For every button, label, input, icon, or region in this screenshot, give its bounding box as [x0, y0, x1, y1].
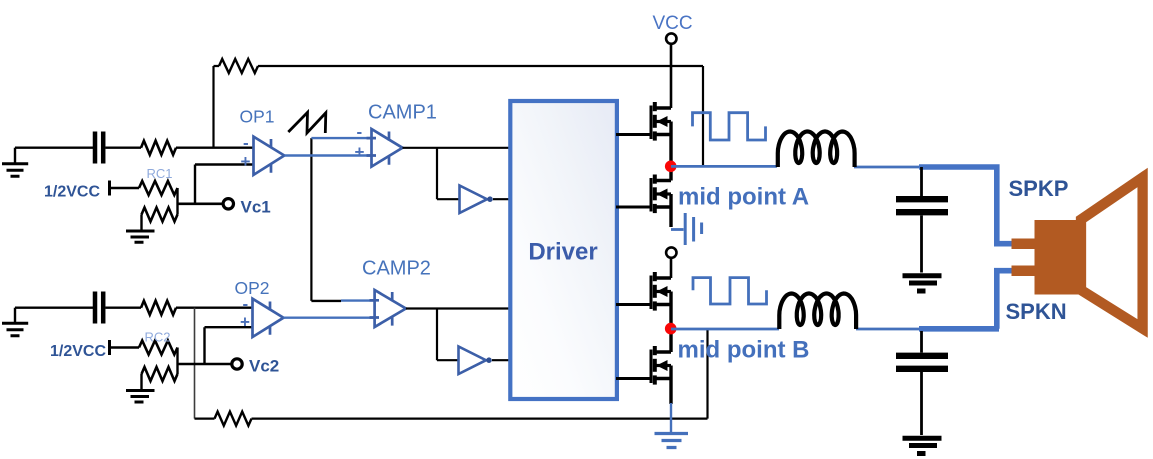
- svg-text:+: +: [240, 313, 250, 332]
- svg-text:CAMP1: CAMP1: [368, 102, 437, 124]
- svg-text:SPKN: SPKN: [1006, 299, 1067, 324]
- svg-text:OP1: OP1: [240, 107, 275, 127]
- svg-text:+: +: [355, 143, 365, 162]
- svg-text:RC1: RC1: [147, 166, 173, 181]
- svg-text:+: +: [241, 152, 251, 171]
- svg-text:-: -: [357, 123, 363, 142]
- svg-text:mid point B: mid point B: [678, 336, 810, 363]
- svg-text:-: -: [243, 134, 249, 153]
- svg-text:-: -: [243, 295, 249, 314]
- svg-text:VCC: VCC: [653, 13, 693, 34]
- svg-text:OP2: OP2: [235, 278, 270, 298]
- svg-text:RC2: RC2: [145, 330, 171, 345]
- svg-text:mid point A: mid point A: [678, 183, 809, 210]
- svg-text:SPKP: SPKP: [1009, 176, 1069, 201]
- svg-text:1/2VCC: 1/2VCC: [44, 183, 100, 200]
- svg-text:Vc1: Vc1: [241, 197, 271, 216]
- svg-text:1/2VCC: 1/2VCC: [50, 343, 106, 360]
- svg-text:CAMP2: CAMP2: [362, 258, 431, 280]
- svg-text:Driver: Driver: [528, 239, 597, 266]
- svg-text:Vc2: Vc2: [249, 357, 279, 376]
